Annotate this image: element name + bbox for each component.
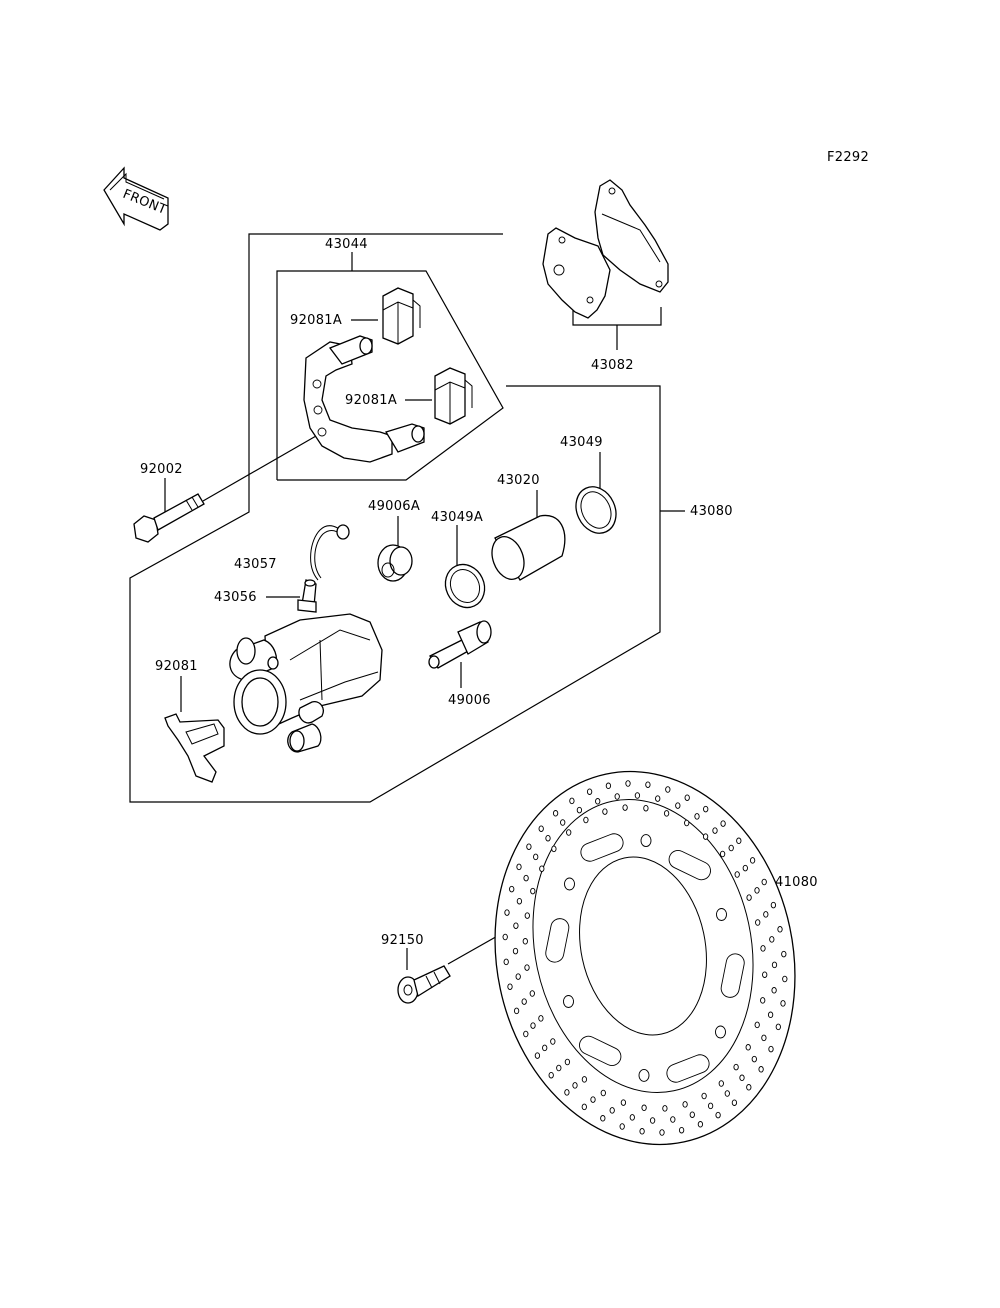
bleeder-valve xyxy=(297,579,317,613)
part-labels: 43044 92081A 92081A 43082 92002 49006A 4… xyxy=(140,237,818,948)
label-43049A: 43049A xyxy=(431,510,483,525)
brake-pads xyxy=(542,179,669,319)
caliper-body xyxy=(229,613,383,753)
label-92081: 92081 xyxy=(155,659,198,674)
assembly-outline xyxy=(129,233,661,803)
bracket-outline xyxy=(276,270,504,481)
label-43044: 43044 xyxy=(325,237,368,252)
label-49006A: 49006A xyxy=(368,499,420,514)
label-92150: 92150 xyxy=(381,933,424,948)
pad-spring-92081 xyxy=(164,713,225,783)
seal-43049 xyxy=(575,486,617,534)
label-43057: 43057 xyxy=(234,557,277,572)
pin-49006 xyxy=(428,620,492,669)
figure-code: F2292 xyxy=(827,150,869,165)
label-49006: 49006 xyxy=(448,693,491,708)
label-41080: 41080 xyxy=(775,875,818,890)
piston-43020 xyxy=(491,514,566,581)
label-43080: 43080 xyxy=(690,504,733,519)
bleed-pipe xyxy=(310,524,350,581)
label-92081A-upper: 92081A xyxy=(290,313,342,328)
disc-bolt-92150 xyxy=(397,965,451,1004)
bolt-92002 xyxy=(133,493,205,543)
pad-spring-lower xyxy=(434,367,473,425)
label-43082: 43082 xyxy=(591,358,634,373)
oring-43049A xyxy=(444,563,486,609)
front-arrow-icon: FRONT xyxy=(103,166,169,231)
caliper-bracket xyxy=(303,335,425,463)
label-43049: 43049 xyxy=(560,435,603,450)
label-43020: 43020 xyxy=(497,473,540,488)
label-92002: 92002 xyxy=(140,462,183,477)
seal-49006A xyxy=(377,544,413,582)
label-92081A-lower: 92081A xyxy=(345,393,397,408)
pad-spring-upper xyxy=(382,287,421,345)
brake-disc xyxy=(494,770,796,1146)
label-43056: 43056 xyxy=(214,590,257,605)
